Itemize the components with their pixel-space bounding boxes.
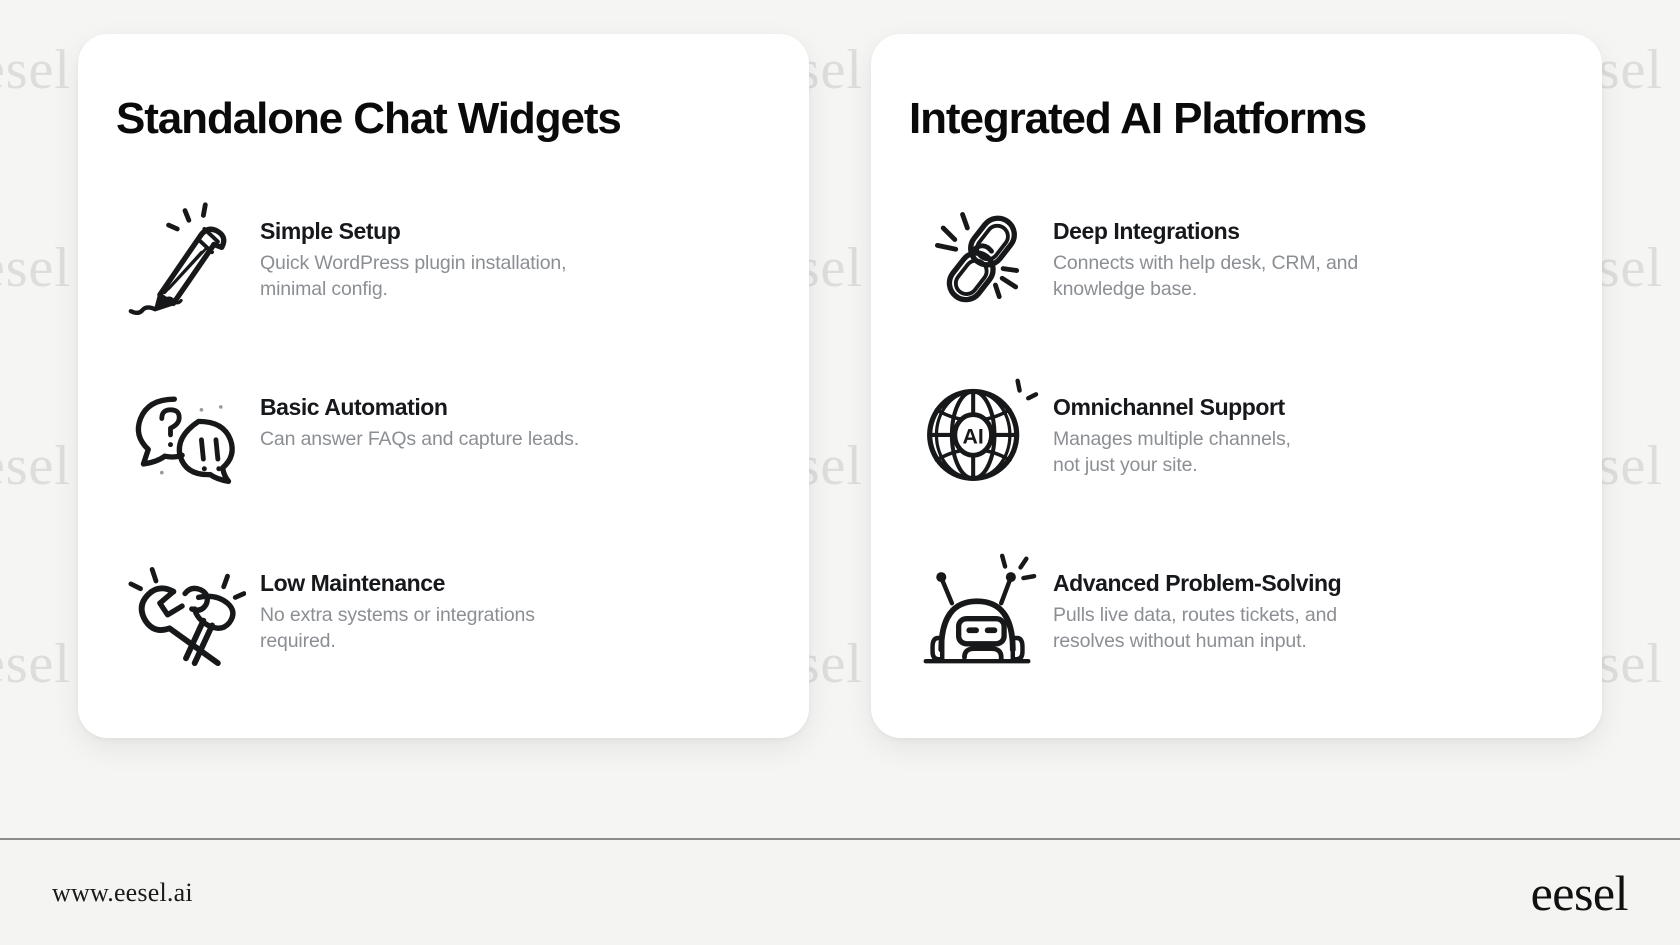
feature-title: Advanced Problem-Solving [1053, 570, 1342, 597]
feature-text: Basic Automation Can answer FAQs and cap… [260, 368, 579, 453]
slide-canvas: Standalone Chat Widgets [78, 34, 1602, 738]
card-integrated-ai-platforms[interactable]: Integrated AI Platforms [871, 34, 1602, 738]
feature-item[interactable]: Basic Automation Can answer FAQs and cap… [110, 368, 765, 544]
feature-text: Simple Setup Quick WordPress plugin inst… [260, 192, 567, 302]
feature-item[interactable]: AI Omnichannel Support Manages multiple … [903, 368, 1558, 544]
feature-title: Low Maintenance [260, 570, 445, 597]
feature-description: Pulls live data, routes tickets, and res… [1053, 604, 1337, 652]
feature-item[interactable]: Simple Setup Quick WordPress plugin inst… [110, 192, 765, 368]
chain-link-icon [903, 192, 1053, 322]
brand-logo: eesel [1530, 864, 1629, 921]
feature-description: Manages multiple channels, not just your… [1053, 428, 1291, 476]
feature-item[interactable]: Advanced Problem-Solving Pulls live data… [903, 544, 1558, 720]
card-title: Integrated AI Platforms [909, 94, 1367, 143]
feature-title: Simple Setup [260, 218, 401, 245]
feature-text: Omnichannel Support Manages multiple cha… [1053, 368, 1291, 478]
feature-item[interactable]: Deep Integrations Connects with help des… [903, 192, 1558, 368]
feature-title: Basic Automation [260, 394, 448, 421]
feature-list: Simple Setup Quick WordPress plugin inst… [110, 192, 765, 720]
chat-bubbles-icon [110, 368, 260, 498]
card-standalone-chat-widgets[interactable]: Standalone Chat Widgets [78, 34, 809, 738]
feature-text: Advanced Problem-Solving Pulls live data… [1053, 544, 1342, 654]
comparison-cards: Standalone Chat Widgets [78, 34, 1602, 738]
wrench-hammer-icon [110, 544, 260, 674]
feature-title: Deep Integrations [1053, 218, 1240, 245]
feature-description: Can answer FAQs and capture leads. [260, 428, 579, 451]
card-title: Standalone Chat Widgets [116, 94, 622, 143]
feature-title: Omnichannel Support [1053, 394, 1285, 421]
footer-bar: www.eesel.ai eesel [0, 838, 1680, 945]
feature-description: Connects with help desk, CRM, and knowle… [1053, 252, 1359, 300]
footer-url[interactable]: www.eesel.ai [52, 877, 193, 907]
feature-description: No extra systems or integrations require… [260, 604, 535, 652]
globe-ai-icon: AI [903, 368, 1053, 498]
feature-text: Low Maintenance No extra systems or inte… [260, 544, 535, 654]
feature-list: Deep Integrations Connects with help des… [903, 192, 1558, 720]
robot-icon [903, 544, 1053, 674]
feature-text: Deep Integrations Connects with help des… [1053, 192, 1358, 302]
feature-description: Quick WordPress plugin installation, min… [260, 252, 567, 300]
pencil-icon [110, 192, 260, 322]
feature-item[interactable]: Low Maintenance No extra systems or inte… [110, 544, 765, 720]
globe-icon-label: AI [963, 425, 984, 449]
